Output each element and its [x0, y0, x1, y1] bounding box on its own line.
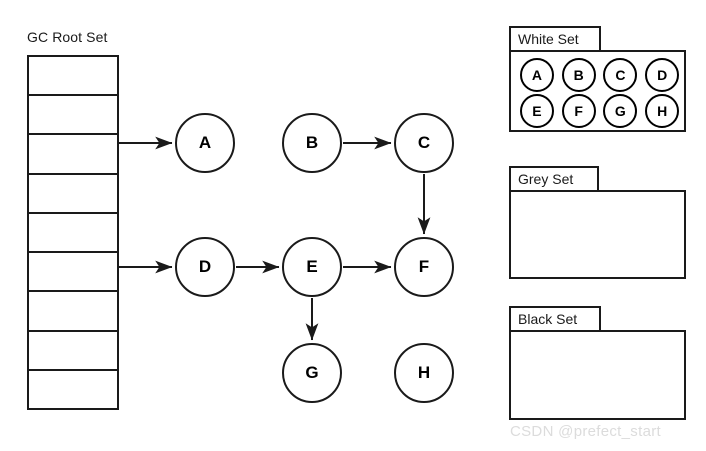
white-set-chip-e: E [519, 94, 554, 128]
white-set: A B C D E F G H White Set [509, 26, 686, 132]
graph-node-h[interactable]: H [394, 343, 454, 403]
white-set-members: A B C D E F G H [516, 57, 683, 129]
black-set-label: Black Set [509, 306, 601, 332]
grey-set: Grey Set [509, 166, 686, 279]
white-set-chip-d: D [645, 58, 680, 92]
gc-root-cell [29, 253, 117, 293]
white-set-body: A B C D E F G H [509, 50, 686, 132]
gc-root-cell [29, 96, 117, 136]
black-set: Black Set [509, 306, 686, 420]
grey-set-body [509, 190, 686, 279]
graph-node-d[interactable]: D [175, 237, 235, 297]
gc-root-cell [29, 213, 117, 254]
white-set-chip-b: B [561, 58, 596, 92]
watermark-text: CSDN @prefect_start [510, 423, 661, 440]
white-set-chip-a: A [519, 58, 554, 92]
gc-root-cell [29, 135, 117, 175]
graph-node-e[interactable]: E [282, 237, 342, 297]
gc-root-cell [29, 331, 117, 371]
gc-root-set-column [27, 55, 119, 410]
graph-node-a[interactable]: A [175, 113, 235, 173]
black-set-body [509, 330, 686, 420]
white-set-chip-f: F [561, 94, 596, 128]
gc-root-cell [29, 370, 117, 408]
white-set-chip-g: G [603, 94, 638, 128]
white-set-chip-h: H [645, 94, 680, 128]
graph-node-b[interactable]: B [282, 113, 342, 173]
gc-root-cell [29, 57, 117, 97]
white-set-chip-c: C [603, 58, 638, 92]
graph-node-g[interactable]: G [282, 343, 342, 403]
graph-node-f[interactable]: F [394, 237, 454, 297]
graph-node-c[interactable]: C [394, 113, 454, 173]
gc-root-cell [29, 292, 117, 332]
gc-root-set-label: GC Root Set [27, 29, 108, 45]
white-set-label: White Set [509, 26, 601, 52]
grey-set-label: Grey Set [509, 166, 599, 192]
gc-root-cell [29, 174, 117, 214]
